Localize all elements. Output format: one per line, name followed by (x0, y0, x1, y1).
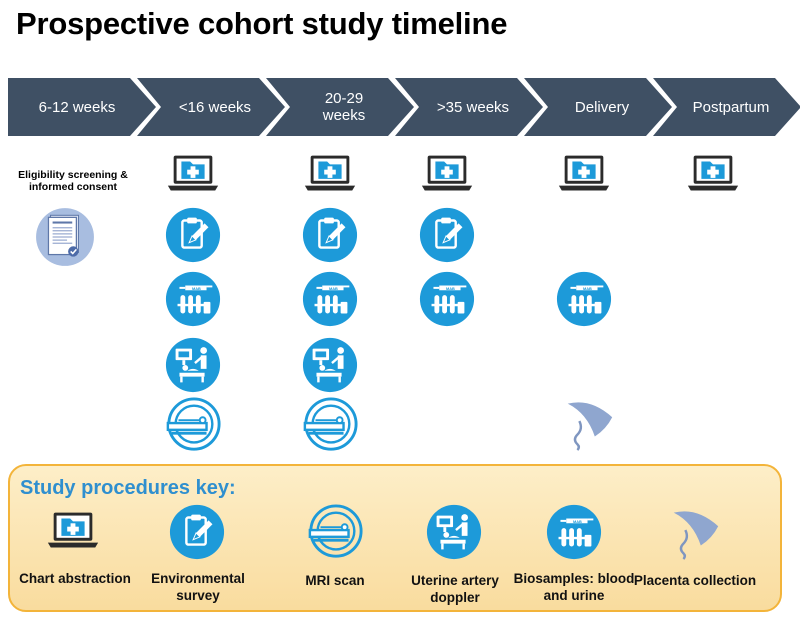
mri-scanner-icon (301, 396, 359, 454)
ultrasound-icon (425, 503, 483, 561)
stage-over-35-weeks: >35 weeks (395, 78, 543, 136)
key-label-mri-scan: MRI scan (305, 573, 365, 588)
stage-label: Delivery (574, 98, 630, 116)
laptop-chart-icon (301, 146, 359, 204)
ultrasound-icon (301, 336, 359, 394)
biosample-tubes-icon (301, 270, 359, 328)
laptop-chart-icon (555, 146, 613, 204)
biosample-tubes-icon (545, 503, 603, 561)
clipboard-survey-icon (301, 206, 359, 264)
key-label-biosamples: Biosamples: blood and urine (513, 571, 635, 603)
ultrasound-icon (164, 336, 222, 394)
stage-under-16-weeks: <16 weeks (137, 78, 285, 136)
stage-label: 20-29 weeks (322, 90, 366, 124)
laptop-chart-icon (44, 503, 102, 561)
key-label-chart-abstraction: Chart abstraction (19, 571, 131, 586)
biosample-tubes-icon (555, 270, 613, 328)
timeline-chevrons: 6-12 weeks <16 weeks 20-29 weeks >35 wee… (8, 78, 800, 136)
stage-label: Postpartum (692, 98, 770, 116)
laptop-chart-icon (164, 146, 222, 204)
stage-label: <16 weeks (178, 98, 252, 116)
clipboard-survey-icon (168, 503, 226, 561)
stage-20-29-weeks: 20-29 weeks (266, 78, 414, 136)
key-label-placenta-collection: Placenta collection (633, 573, 757, 588)
stage-6-12-weeks: 6-12 weeks (8, 78, 156, 136)
key-title: Study procedures key: (20, 477, 236, 499)
page-title: Prospective cohort study timeline (16, 6, 508, 41)
stage-delivery: Delivery (524, 78, 672, 136)
procedures-key-panel (8, 464, 782, 612)
biosample-tubes-icon (164, 270, 222, 328)
mri-scanner-icon (164, 396, 222, 454)
biosample-tubes-icon (418, 270, 476, 328)
key-label-environmental-survey: Environmental survey (151, 571, 245, 603)
placenta-icon (666, 503, 724, 561)
stage-label: 6-12 weeks (38, 98, 116, 116)
clipboard-survey-icon (418, 206, 476, 264)
placenta-icon (560, 394, 618, 452)
laptop-chart-icon (684, 146, 742, 204)
clipboard-survey-icon (164, 206, 222, 264)
stage-label: >35 weeks (436, 98, 510, 116)
laptop-chart-icon (418, 146, 476, 204)
eligibility-label: Eligibility screening & informed consent (18, 169, 128, 193)
key-label-uterine-artery-doppler: Uterine artery doppler (411, 573, 499, 605)
stage-postpartum: Postpartum (653, 78, 800, 136)
mri-scanner-icon (306, 503, 364, 561)
consent-form-icon (34, 206, 96, 268)
